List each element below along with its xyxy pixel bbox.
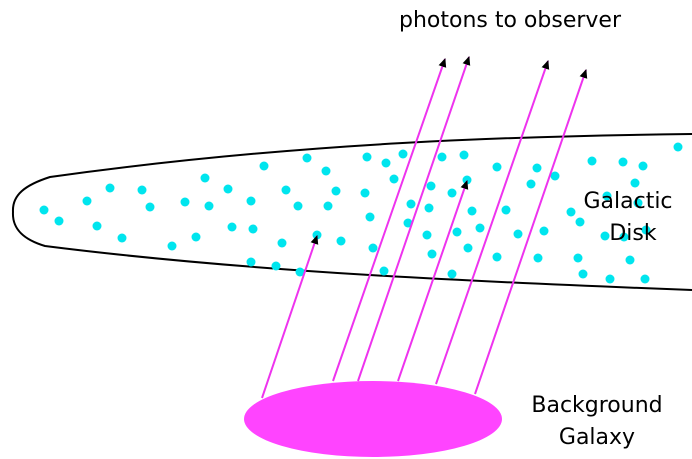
dust-particle [640,274,650,284]
photon-ray [261,235,319,399]
dust-particle [398,149,408,159]
dust-particle [619,232,629,242]
dust-particle [630,178,640,188]
photon-rays [261,56,588,399]
dust-particle [550,171,560,181]
dust-particle [526,179,536,189]
background-galaxy-label-line2: Galaxy [559,425,635,450]
dust-particle [403,218,413,228]
dust-particle [145,202,155,212]
dust-particle [117,233,127,243]
dust-particle [362,152,372,162]
dust-particle [321,166,331,176]
dust-particle [501,205,511,215]
dust-particle [587,156,597,166]
dust-particle [323,201,333,211]
dust-particle [452,227,462,237]
photon-ray [357,56,471,382]
dust-particle [204,201,214,211]
dust-particle [625,255,635,265]
dust-particle [360,188,370,198]
dust-particle [638,161,648,171]
dust-particle [200,173,210,183]
dust-particle [331,186,341,196]
dust-particle [426,181,436,191]
dust-particle [467,206,477,216]
dust-particle [633,198,643,208]
galactic-disk-label-line1: Galactic [583,189,672,214]
photon-ray [332,58,447,382]
photon-ray [474,69,588,395]
photon-ray [435,60,550,385]
dust-particle [602,191,612,201]
background-galaxy [244,381,502,457]
dust-particle [618,157,628,167]
dust-particle [293,201,303,211]
dust-particle [271,261,281,271]
dust-particle [406,199,416,209]
dust-particle [605,274,615,284]
dust-particle [167,241,177,251]
dust-particle [227,222,237,232]
dust-particle [180,197,190,207]
dust-particle [248,224,258,234]
dust-particle [92,221,102,231]
dust-particle [259,161,269,171]
dust-particle [532,163,542,173]
dust-particle [492,162,502,172]
dust-particle [566,207,576,217]
dust-particle [463,243,473,253]
galactic-disk-label-line2: Disk [609,221,657,246]
dust-particle [475,223,485,233]
dust-particle [539,226,549,236]
dust-particle [447,269,457,279]
dust-particle [437,152,447,162]
dust-particle [427,249,437,259]
dust-particle [277,238,287,248]
dust-particle [459,150,469,160]
dust-particle [191,232,201,242]
dust-particle [513,229,523,239]
dust-particle [424,203,434,213]
dust-particle [575,217,585,227]
dust-particle [246,196,256,206]
dust-particle [422,230,432,240]
dust-particle [137,185,147,195]
dust-particle [600,231,610,241]
dust-particle [246,257,256,267]
dust-particle [578,269,588,279]
dust-particle [365,212,375,222]
dust-particle [281,185,291,195]
dust-particle [82,196,92,206]
dust-particle [492,252,502,262]
dust-particle [389,174,399,184]
dust-particle [379,266,389,276]
dust-particle [381,158,391,168]
dust-particle [368,243,378,253]
photon-ray [397,180,469,382]
dust-particle [573,253,583,263]
dust-particle [336,236,346,246]
dust-particle [54,216,64,226]
dust-particle [223,184,233,194]
dust-particle [105,183,115,193]
dust-particle [302,153,312,163]
galactic-disk-outline [11,133,692,291]
dust-particle [673,142,683,152]
photons-label: photons to observer [399,8,622,33]
dust-particle [533,253,543,263]
dust-particle [447,188,457,198]
dust-particle [295,267,305,277]
background-galaxy-label-line1: Background [531,393,662,418]
dust-particle [39,205,49,215]
dust-particle [641,225,651,235]
dust-particles [39,142,683,284]
